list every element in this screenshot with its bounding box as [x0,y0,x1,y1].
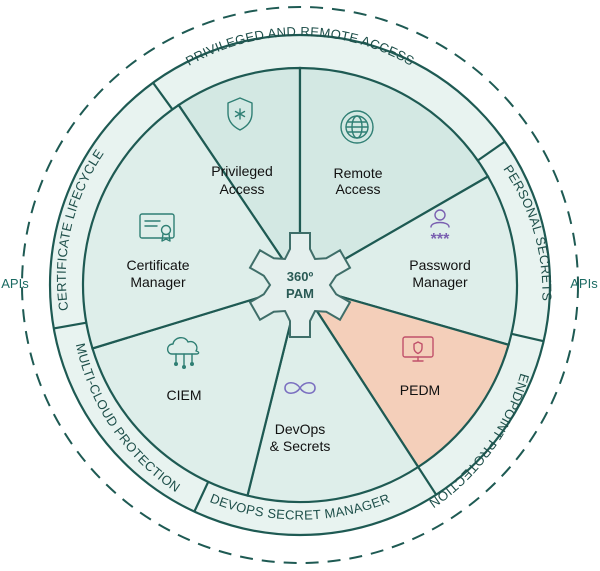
cloud-network-icon [166,337,200,369]
segment-privileged-access[interactable]: Privileged Access [211,97,273,197]
segment-remote-access[interactable]: Remote Access [333,110,383,197]
wedge-password-manager [297,174,519,347]
globe-icon [340,110,374,144]
segment-label: Privileged [211,163,272,179]
wedge-ciem [91,283,302,497]
infinity-icon [284,381,316,395]
segment-label: Manager [130,274,186,290]
segment-ciem[interactable]: CIEM [166,337,202,403]
center-label-line2: PAM [286,286,314,301]
segments [81,66,519,504]
segment-label: Remote [333,165,382,181]
ring-divider-left [53,321,87,330]
segment-pedm[interactable]: PEDM [400,336,440,398]
apis-left-label: APIs [1,276,29,291]
shield-icon [227,97,253,131]
segment-label: Access [335,181,380,197]
center-badge: 360º PAM [248,232,352,338]
segment-devops-secrets[interactable]: DevOps & Secrets [270,381,331,454]
segment-label: Password [409,257,470,273]
ring-divider-right [511,332,544,343]
segment-label: PEDM [400,382,440,398]
wedge-devops-secrets [246,282,420,504]
ring-dividers [53,82,544,513]
segment-label: & Secrets [270,438,331,454]
apis-right-label: APIs [570,276,598,291]
wedge-privileged-access [177,66,302,289]
segment-label: Access [219,181,264,197]
center-label-line1: 360º [287,269,314,284]
ring-divider-bottom-left [193,481,210,513]
segment-label: Manager [412,274,468,290]
outer-dashed-circle [21,6,579,564]
wedge-pedm [297,283,510,469]
segment-label: DevOps [275,421,326,437]
segment-certificate-manager[interactable]: Certificate Manager [126,213,190,290]
certificate-icon [139,213,175,242]
ring-divider-top-left [152,82,174,111]
segment-label: CIEM [167,387,202,403]
wedge-certificate-manager [81,103,302,350]
user-password-icon: *** [430,209,450,248]
svg-text:***: *** [431,231,450,248]
ring-divider-bottom-right [417,466,438,496]
ring-divider-top-right [477,140,506,162]
monitor-shield-icon [402,336,434,362]
segment-password-manager[interactable]: *** Password Manager [409,209,471,290]
segment-label: Certificate [126,257,189,273]
center-star-shape [248,232,352,338]
